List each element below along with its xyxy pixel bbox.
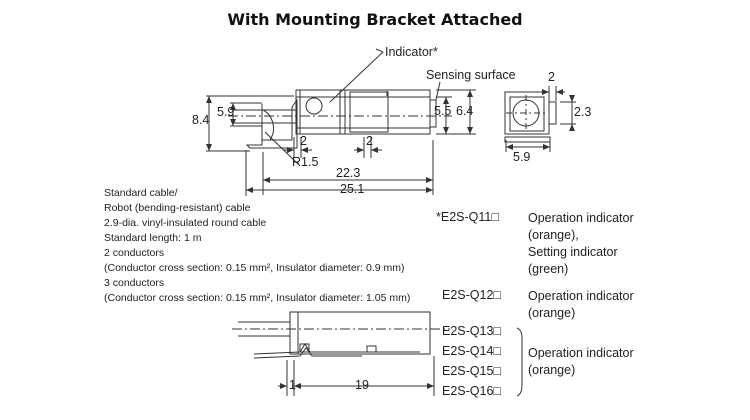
dim-2-3: 2.3 [574,105,592,119]
dim-6-4: 6.4 [456,104,474,118]
dim-5-9: 5.9 [217,105,235,119]
cable-note-5: 2 conductors [104,247,165,259]
end-view-drawing [504,86,576,152]
top-sensor-drawing [206,48,476,196]
dim-r1-5: R1.5 [292,155,319,169]
model-group-bracket [516,327,523,397]
page-title: With Mounting Bracket Attached [227,10,523,29]
dim-25-1: 25.1 [340,182,365,196]
dim-1: 1 [289,378,296,392]
model-code-q14: E2S-Q14□ [442,344,501,358]
model-code-q12: E2S-Q12□ [442,288,501,302]
cable-note-8: (Conductor cross section: 0.15 mm², Insu… [104,292,411,304]
dim-2-top: 2 [548,70,555,84]
cable-note-1: Standard cable/ [104,187,178,199]
cable-note-6: (Conductor cross section: 0.15 mm², Insu… [104,262,405,274]
model-code-q11: *E2S-Q11□ [436,210,499,224]
model-desc-q11-2: (orange), [528,228,579,242]
cable-note-4: Standard length: 1 m [104,232,202,244]
model-desc-q11-4: (green) [528,262,569,276]
cable-note-3: 2.9-dia. vinyl-insulated round cable [104,217,267,229]
model-desc-q12-1: Operation indicator [528,289,634,303]
model-desc-q11-1: Operation indicator [528,211,634,225]
dim-19: 19 [355,378,369,392]
group-desc-2: (orange) [528,363,576,377]
model-code-q13: E2S-Q13□ [442,324,501,338]
cable-note-7: 3 conductors [104,277,165,289]
dim-8-4: 8.4 [192,113,210,127]
bottom-sensor-drawing [232,311,450,396]
model-desc-q11-3: Setting indicator [528,245,618,259]
sensing-surface-label: Sensing surface [426,68,516,82]
model-code-q16: E2S-Q16□ [442,384,501,398]
model-desc-q12-2: (orange) [528,306,576,320]
dim-22-3: 22.3 [336,166,361,180]
group-desc-1: Operation indicator [528,346,634,360]
model-code-q15: E2S-Q15□ [442,364,501,378]
dim-2-a: 2 [300,134,307,148]
dim-5-9-end: 5.9 [513,150,531,164]
cable-note-2: Robot (bending-resistant) cable [104,202,251,214]
dim-5-5: 5.5 [434,104,452,118]
dim-2-b: 2 [366,134,373,148]
indicator-label: Indicator* [385,45,438,59]
